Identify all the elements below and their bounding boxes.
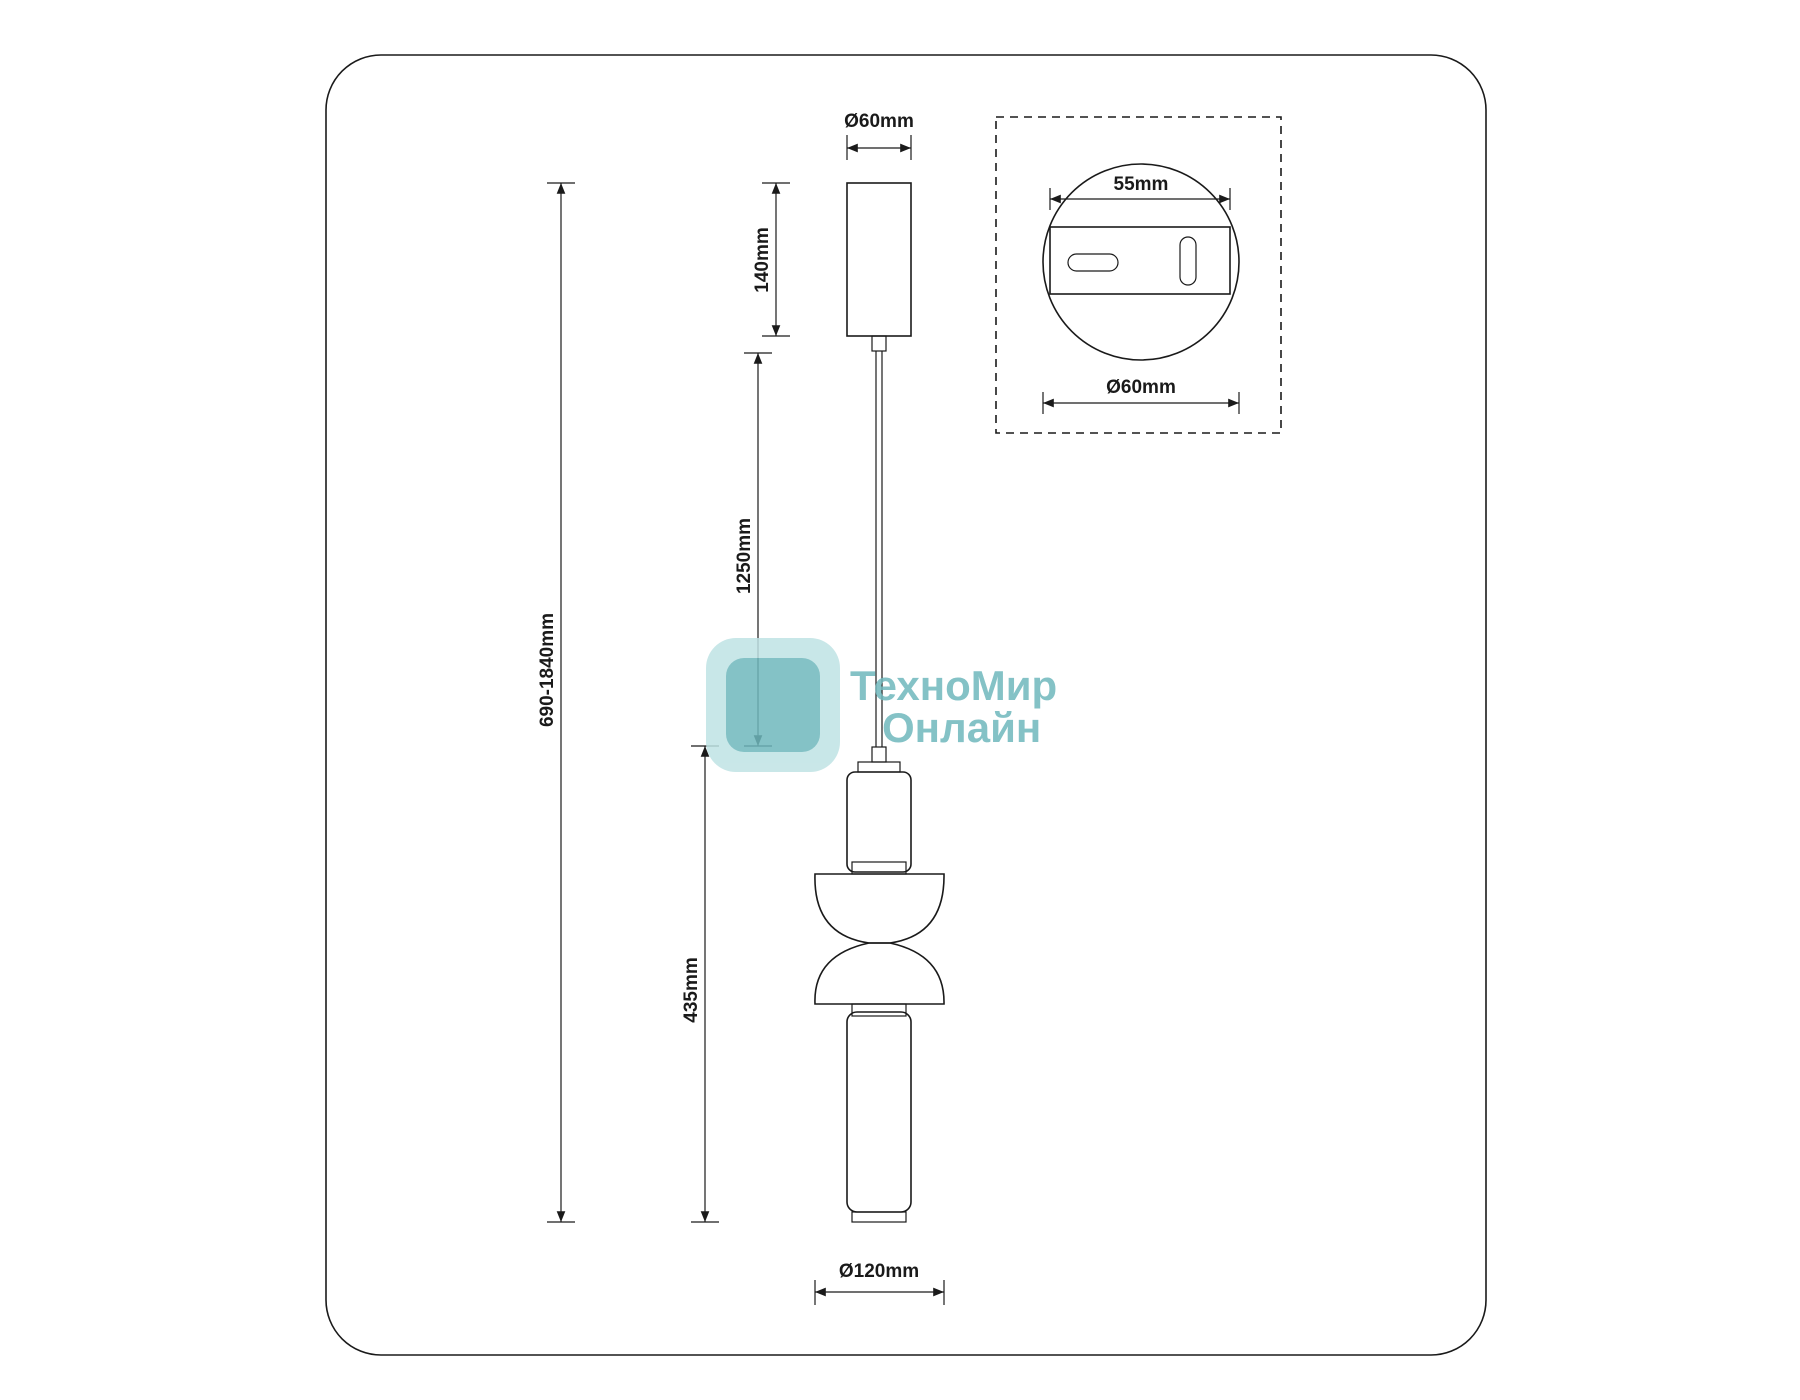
canopy-diameter-label: Ø60mm: [844, 111, 914, 132]
total-height-label: 690-1840mm: [537, 613, 558, 727]
watermark-line2: Онлайн: [882, 704, 1041, 751]
mounting-bracket: [1049, 226, 1231, 295]
mounting-plate-circle: [1042, 163, 1240, 361]
upper-cylinder: [846, 771, 912, 873]
drawing-frame: [325, 54, 1487, 1356]
bracket-width-label: 55mm: [1114, 174, 1169, 195]
bottom-cap: [851, 1211, 907, 1223]
canopy-height-label: 140mm: [752, 227, 773, 293]
canopy-body: [846, 182, 912, 337]
upper-hemisphere: [814, 873, 945, 944]
watermark-logo-inner: [726, 658, 820, 752]
bracket-slot-horizontal: [1067, 253, 1119, 272]
lower-cylinder: [846, 1011, 912, 1213]
lower-hemisphere: [814, 942, 945, 1005]
mounting-detail: 55mm Ø60mm: [995, 116, 1282, 434]
lamp-outline: [814, 182, 945, 1223]
canopy-collar: [871, 335, 887, 352]
lamp-height-label: 435mm: [681, 957, 702, 1023]
shade-diameter-label: Ø120mm: [839, 1261, 919, 1282]
detail-dashed-frame: [995, 116, 1282, 434]
watermark-line1: ТехноМир: [850, 662, 1057, 709]
detail-diameter-label: Ø60mm: [1106, 377, 1176, 398]
watermark: ТехноМир Онлайн: [706, 638, 1057, 772]
cable-length-label: 1250mm: [734, 518, 755, 594]
bracket-slot-vertical: [1179, 236, 1197, 286]
